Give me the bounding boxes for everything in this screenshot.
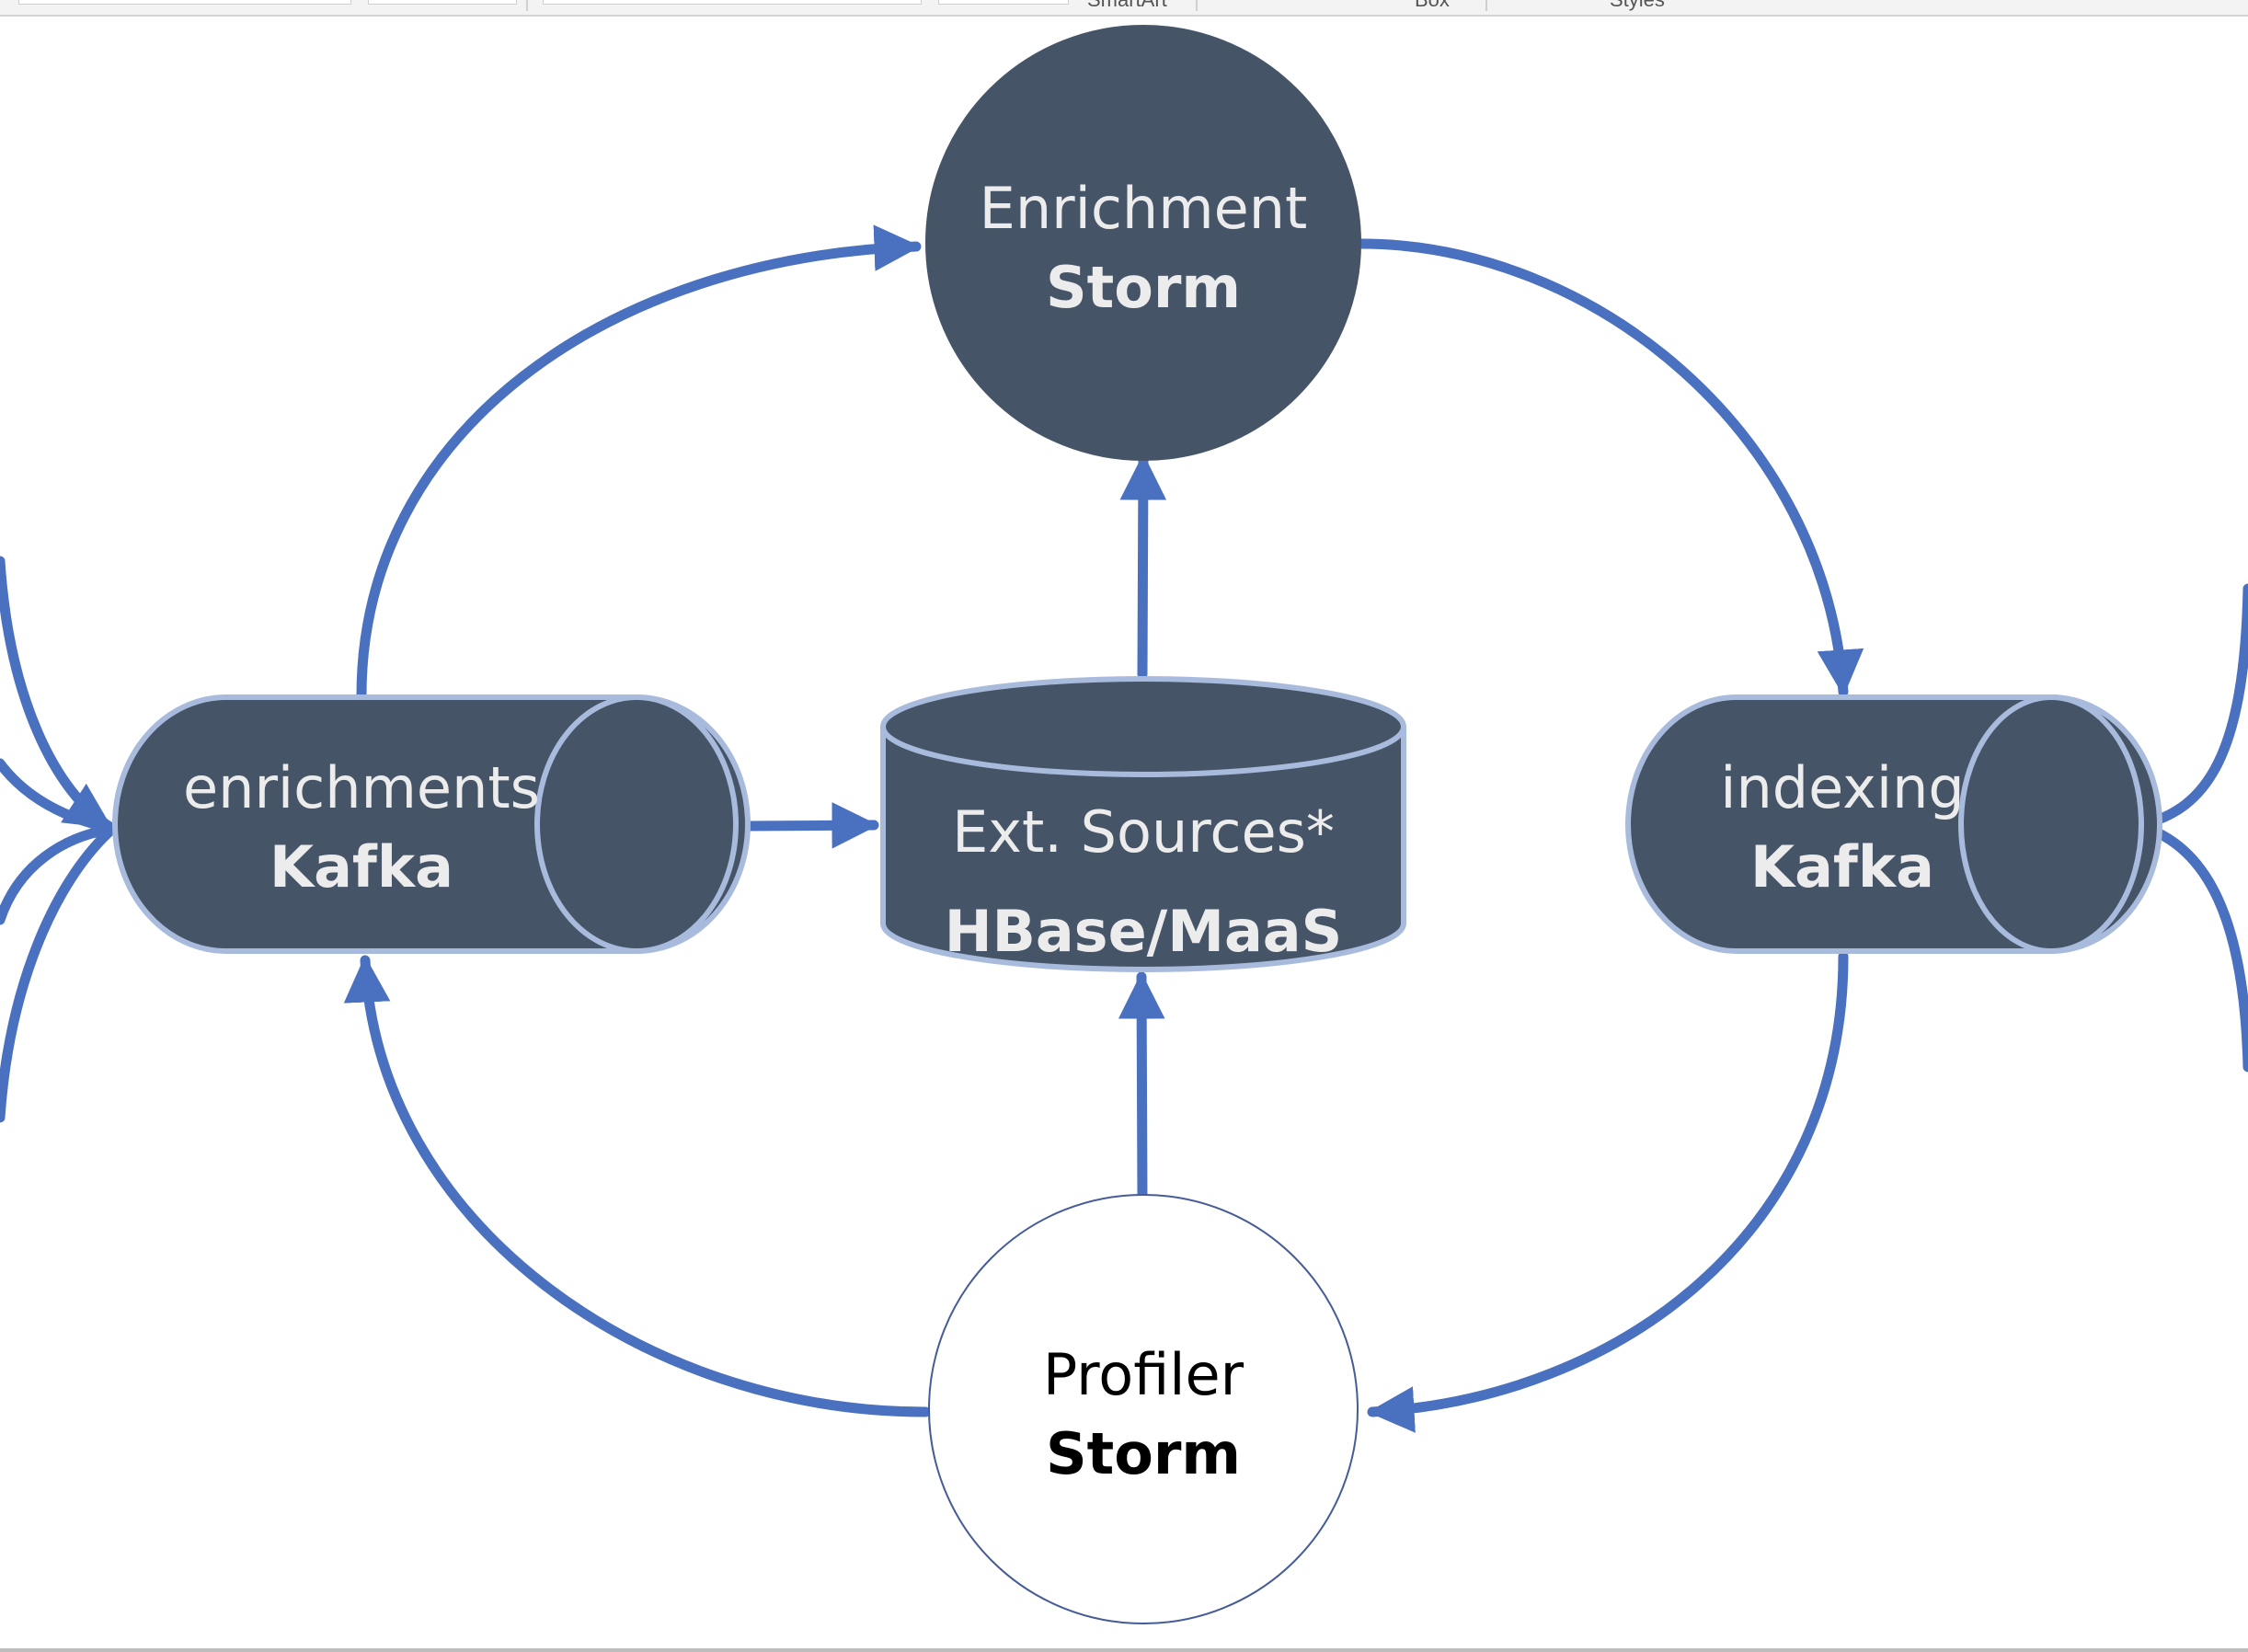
arrow-left-edge-incoming <box>0 556 114 832</box>
profiler-storm-sublabel: Storm <box>1046 1420 1241 1487</box>
ext-sources-database-node[interactable]: Ext. Sources* HBase/MaaS <box>880 676 1406 972</box>
ribbon-separator <box>1196 0 1198 11</box>
indexing-kafka-node[interactable]: indexing Kafka <box>1625 694 2162 954</box>
ribbon-separator <box>1485 0 1487 11</box>
indexing-kafka-sublabel: Kafka <box>1750 833 1934 901</box>
arrow-profiler-to-enrichments <box>343 955 931 1417</box>
arrow-enrichments-to-ext-sources <box>744 802 879 849</box>
arrow-left-edge-incoming <box>0 758 114 833</box>
enrichment-storm-sublabel: Storm <box>1046 254 1241 321</box>
arrow-profiler-to-ext-sources <box>1118 971 1165 1207</box>
ribbon-field[interactable] <box>938 0 1069 5</box>
ribbon-field[interactable] <box>18 0 351 5</box>
enrichments-kafka-node[interactable]: enrichments Kafka <box>112 694 751 954</box>
arrow-left-edge-incoming <box>0 824 114 925</box>
profiler-storm-label: Profiler <box>1043 1341 1244 1408</box>
ribbon-group-styles[interactable]: Styles <box>1610 0 1665 12</box>
enrichment-storm-node[interactable]: Enrichment Storm <box>925 25 1361 461</box>
arrow-right-edge-outgoing <box>2135 820 2248 1073</box>
enrichment-storm-label: Enrichment <box>980 175 1308 242</box>
ribbon-field[interactable] <box>368 0 517 5</box>
enrichments-kafka-sublabel: Kafka <box>270 833 453 901</box>
arrow-enrichments-to-enrichment-storm <box>356 224 922 701</box>
ext-sources-label: Ext. Sources* <box>952 798 1335 866</box>
ribbon-separator <box>526 0 528 11</box>
page-bottom-border <box>0 1648 2248 1652</box>
arrow-enrichment-storm-to-indexing <box>1356 238 1864 697</box>
ribbon-group-smartart[interactable]: SmartArt <box>1087 0 1167 12</box>
profiler-storm-node[interactable]: Profiler Storm <box>928 1194 1359 1624</box>
ribbon-toolbar: SmartArt Box Styles <box>0 0 2248 17</box>
enrichments-kafka-label: enrichments <box>183 754 540 821</box>
ribbon-group-box[interactable]: Box <box>1415 0 1450 12</box>
arrow-indexing-to-profiler <box>1367 951 1849 1433</box>
arrow-right-edge-outgoing <box>2135 583 2248 831</box>
arrow-left-edge-incoming <box>0 827 114 1123</box>
indexing-kafka-label: indexing <box>1720 754 1965 821</box>
arrow-ext-sources-to-enrichment-storm <box>1119 453 1167 680</box>
ribbon-field[interactable] <box>543 0 922 5</box>
ext-sources-sublabel: HBase/MaaS <box>945 898 1343 965</box>
